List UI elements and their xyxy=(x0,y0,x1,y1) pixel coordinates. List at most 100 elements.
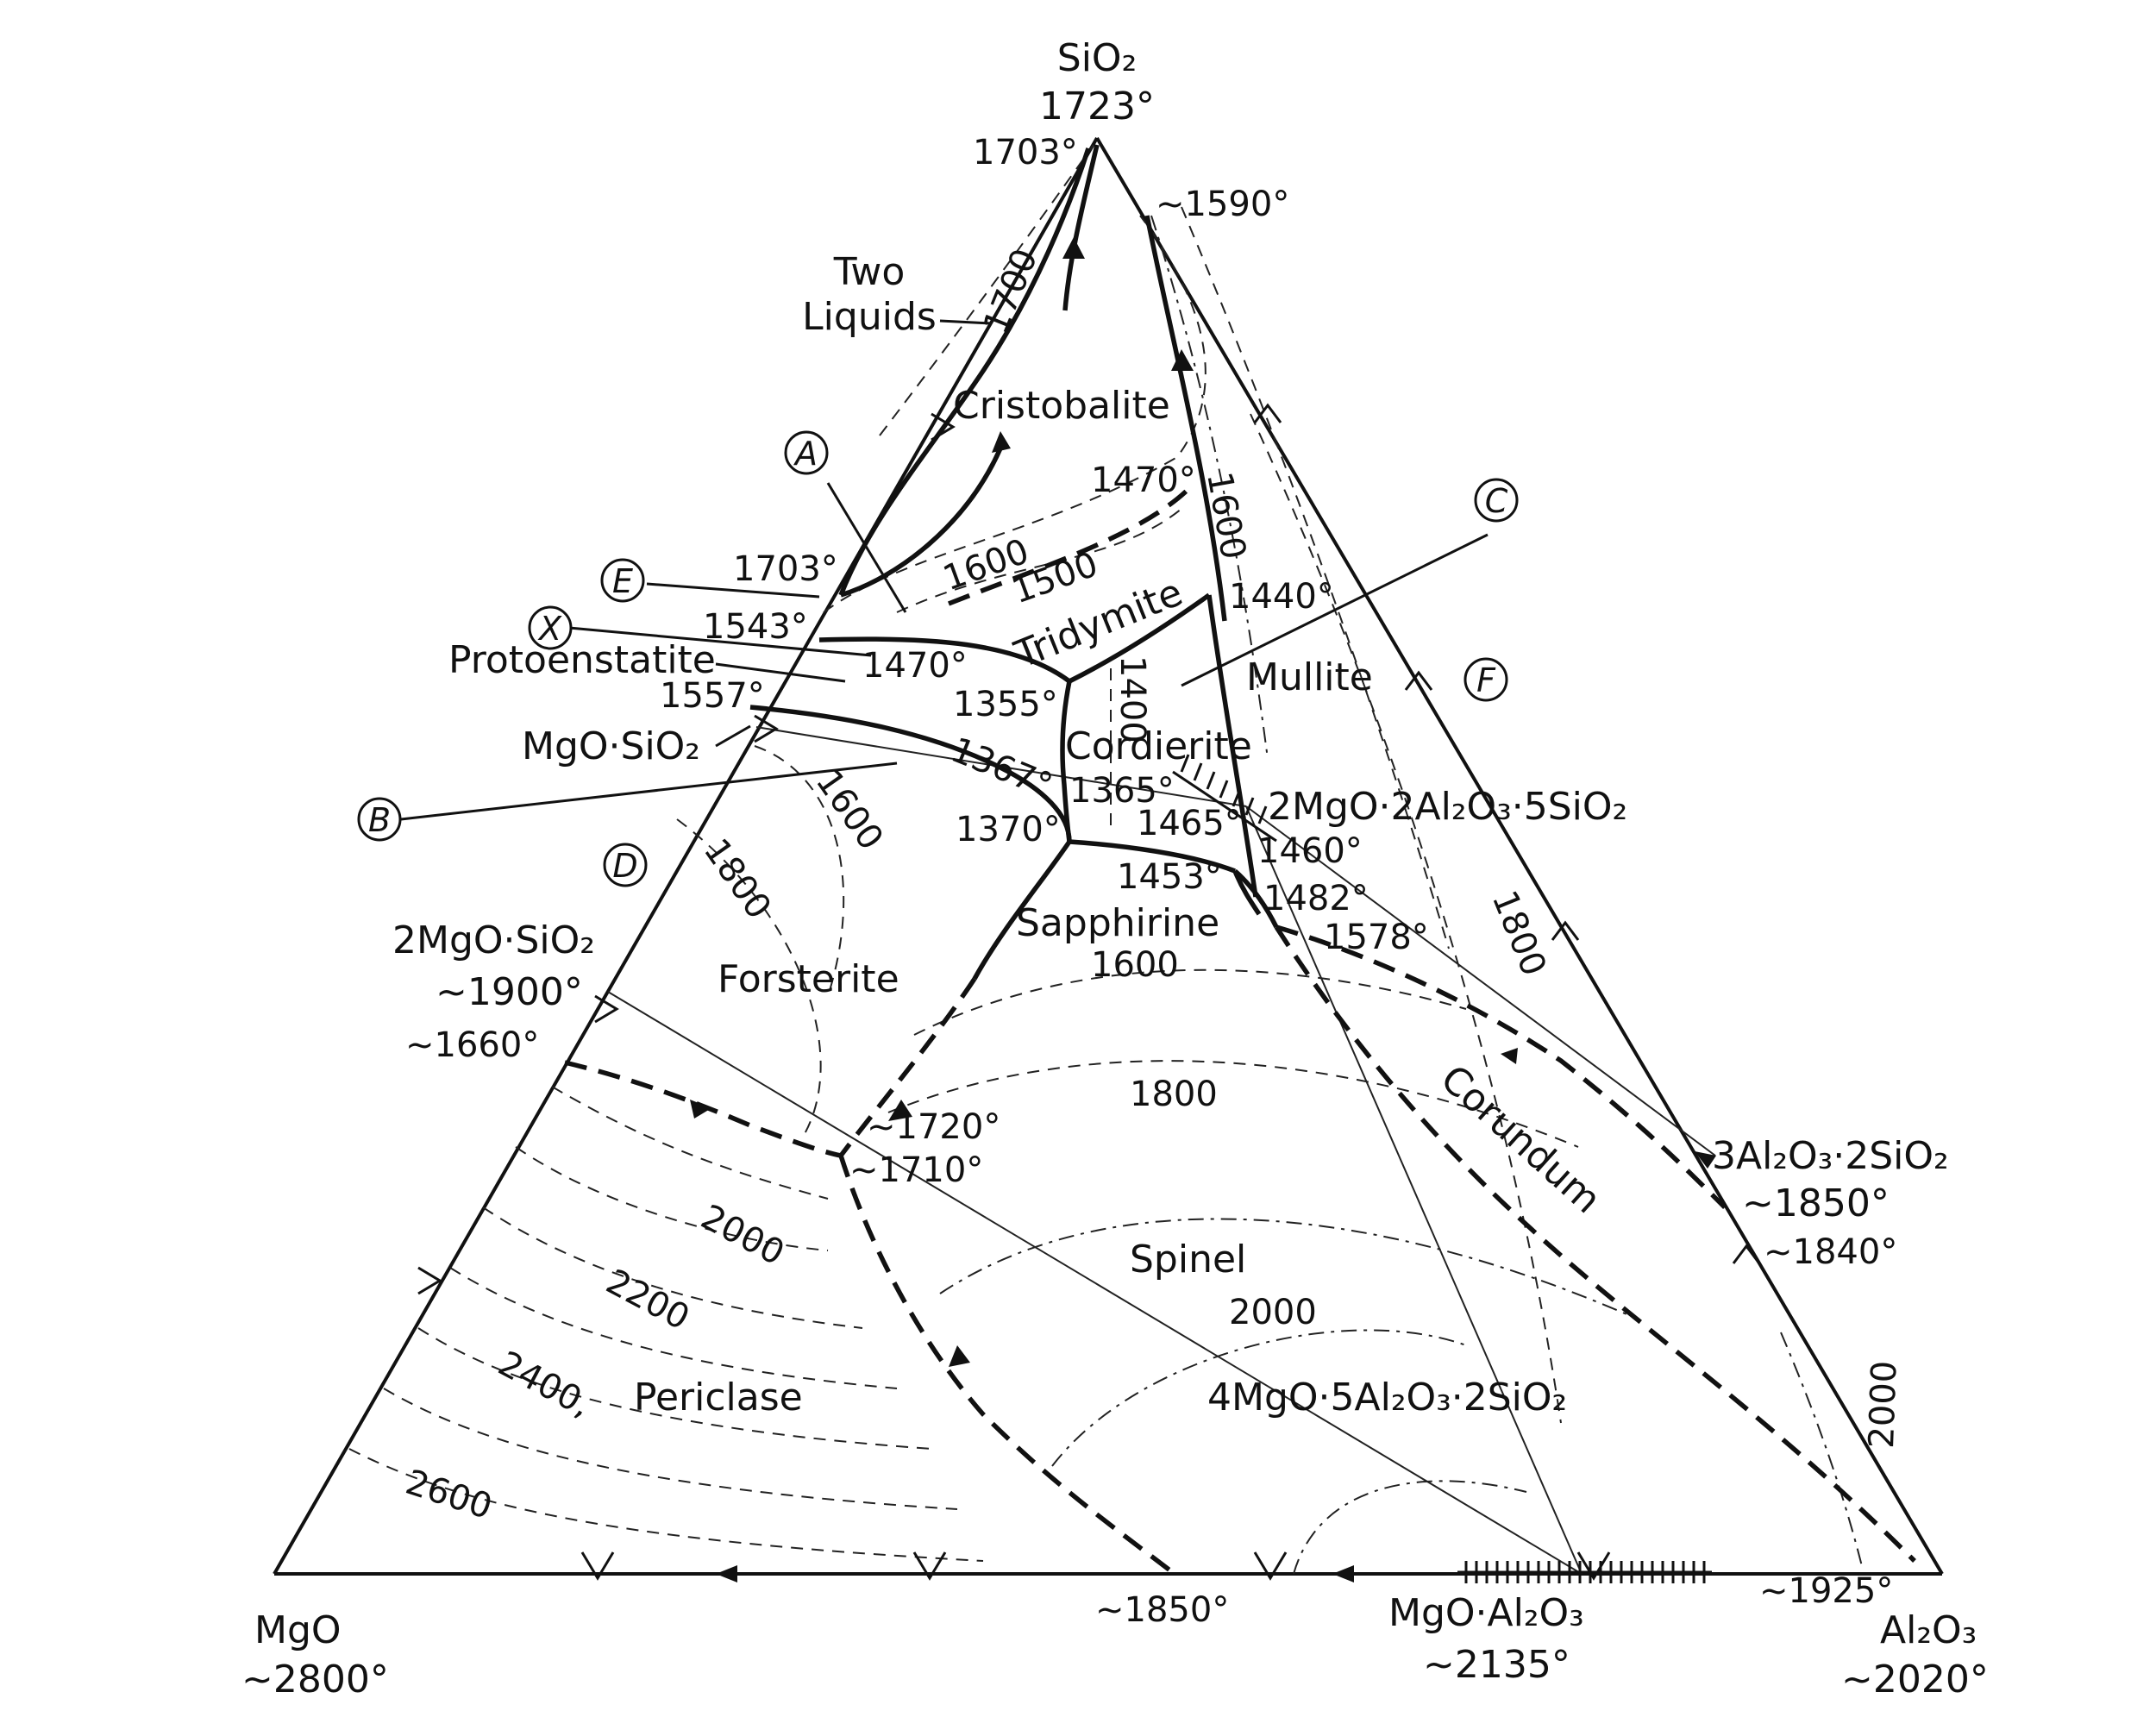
chevron-left-4 xyxy=(931,412,956,442)
chevron-right-2 xyxy=(1404,670,1433,691)
boundary-two-liquids-left xyxy=(838,147,1091,596)
boundary-sapphirine-spinel xyxy=(972,840,1072,981)
iso-label-1700: 1700 xyxy=(976,243,1046,340)
compound-spinel-formula: MgO·Al₂O₃ xyxy=(1388,1591,1584,1635)
pointer-b xyxy=(400,761,898,821)
boundary-sapphirine-bottom xyxy=(1233,868,1279,929)
iso-label-1600-fors: 1600 xyxy=(808,762,891,857)
isotherm-1600-spinel-curve xyxy=(913,968,1467,1036)
pointer-a xyxy=(826,482,907,613)
temp-1710: ~1710° xyxy=(849,1150,983,1190)
pointer-protoenstatite xyxy=(715,662,846,683)
iso-label-2000-per: 2000 xyxy=(694,1197,790,1273)
direction-arrowheads xyxy=(690,237,1716,1582)
pointer-c xyxy=(1181,533,1489,687)
boundary-mullite-cordierite xyxy=(1206,594,1258,898)
field-corundum: Corundum xyxy=(1432,1056,1609,1222)
boundary-forsterite-spinel xyxy=(838,977,977,1157)
join-lines xyxy=(607,726,1716,1575)
isotherm-periclase-2500 xyxy=(383,1388,958,1510)
pointer-mgo-sio2 xyxy=(715,724,751,748)
boundary-cordierite-sapphirine xyxy=(1069,839,1236,874)
chevron-left-2 xyxy=(594,994,619,1024)
chevron-base-1 xyxy=(580,1551,615,1581)
iso-label-2000-spinel: 2000 xyxy=(1229,1293,1317,1332)
isotherm-periclase-2400 xyxy=(417,1327,932,1450)
marker-a-label: A xyxy=(793,435,818,473)
temp-1355: 1355° xyxy=(953,685,1058,724)
hatch-cordierite xyxy=(1172,754,1277,843)
boundary-tridymite-right xyxy=(1068,592,1211,684)
marker-pointers xyxy=(400,319,1489,821)
edge-sio2-al2o3 xyxy=(1095,136,1944,1576)
chevron-left-3 xyxy=(754,714,779,743)
iso-label-2600: 2600 xyxy=(401,1463,497,1527)
temp-1365: 1365° xyxy=(1069,771,1175,811)
iso-label-2400: 2400, xyxy=(492,1344,598,1425)
temp-1470-mid: 1470° xyxy=(862,646,968,686)
isotherm-periclase-2000 xyxy=(515,1146,829,1251)
marker-e-label: E xyxy=(612,562,633,600)
join-cordierite-spinel xyxy=(1245,805,1583,1575)
vertex-mgo-temp: ~2800° xyxy=(241,1658,389,1702)
isotherm-1900-spinel-curve xyxy=(939,1218,1639,1320)
compound-forsterite-formula: 2MgO·SiO₂ xyxy=(392,918,595,962)
pointer-x xyxy=(568,626,872,657)
field-forsterite: Forsterite xyxy=(718,957,899,1001)
field-sapphirine: Sapphirine xyxy=(1016,901,1219,945)
temp-1840: ~1840° xyxy=(1764,1232,1897,1272)
field-cristobalite: Cristobalite xyxy=(953,384,1170,428)
iso-label-2200: 2200 xyxy=(599,1262,695,1338)
isotherm-periclase-2200 xyxy=(482,1206,863,1329)
isotherm-periclase-2300 xyxy=(449,1267,898,1389)
marker-d-label: D xyxy=(612,847,637,885)
edge-mgo-sio2 xyxy=(273,137,1099,1575)
temp-1578: 1578° xyxy=(1324,918,1429,957)
compound-spinel-temp: ~2135° xyxy=(1423,1643,1570,1687)
boundary-periclase-spinel xyxy=(838,1155,1176,1576)
isotherm-2000-right-curve xyxy=(1780,1332,1864,1570)
marker-b-label: B xyxy=(368,801,391,839)
temp-1590: ~1590° xyxy=(1156,185,1289,224)
temp-1470-upper: 1470° xyxy=(1091,461,1196,500)
temp-1367: 1367° xyxy=(945,730,1057,806)
iso-label-1600-spinel: 1600 xyxy=(1091,945,1179,985)
temp-1850-base: ~1850° xyxy=(1095,1590,1229,1630)
isotherm-1800-spinel-curve xyxy=(887,1060,1579,1148)
isotherm-2100-spinel-curve xyxy=(1293,1480,1527,1575)
chevron-right-3 xyxy=(1551,920,1580,941)
temp-1440: 1440° xyxy=(1229,577,1334,617)
vertex-sio2-formula: SiO₂ xyxy=(1057,36,1137,80)
boundary-cristobalite-tridymite xyxy=(947,481,1197,606)
isotherm-1600-curve xyxy=(823,215,1206,613)
temp-1557: 1557° xyxy=(660,676,765,716)
marker-b: B xyxy=(357,797,402,842)
field-periclase: Periclase xyxy=(634,1376,803,1420)
temp-1370: 1370° xyxy=(956,810,1061,849)
temp-1925: ~1925° xyxy=(1759,1571,1893,1611)
compound-forsterite-temp: ~1900° xyxy=(436,970,583,1014)
temp-1460: 1460° xyxy=(1257,831,1363,871)
temp-1482: 1482° xyxy=(1263,879,1369,918)
chevron-base-4 xyxy=(1576,1551,1611,1581)
iso-label-1800-right: 1800 xyxy=(1484,886,1554,982)
field-cordierite: Cordierite xyxy=(1065,724,1252,768)
temp-1660: ~1660° xyxy=(405,1025,539,1065)
boundary-tridymite-upper xyxy=(818,636,1071,684)
compound-cordierite-formula: 2MgO·2Al₂O₃·5SiO₂ xyxy=(1268,785,1627,829)
pointer-two-liquids xyxy=(939,319,993,325)
vertex-sio2-temp: 1723° xyxy=(1039,85,1155,128)
pointer-e xyxy=(646,582,820,599)
field-protoenstatite: Protoenstatite xyxy=(448,638,716,682)
join-cordierite-mullite xyxy=(1245,805,1716,1156)
join-forsterite-spinel xyxy=(607,991,1583,1575)
vertex-al2o3-formula: Al₂O₃ xyxy=(1880,1608,1977,1652)
marker-f-label: F xyxy=(1476,661,1496,699)
boundary-two-liquids-right xyxy=(1062,144,1100,311)
temp-1720: ~1720° xyxy=(867,1107,1000,1147)
marker-x: X xyxy=(528,605,573,650)
temp-1465: 1465° xyxy=(1137,804,1242,843)
compound-mgo-sio2: MgO·SiO₂ xyxy=(522,724,700,768)
isotherm-1600-right-curve xyxy=(1150,215,1269,760)
isotherm-mullite-curve xyxy=(1181,206,1450,949)
